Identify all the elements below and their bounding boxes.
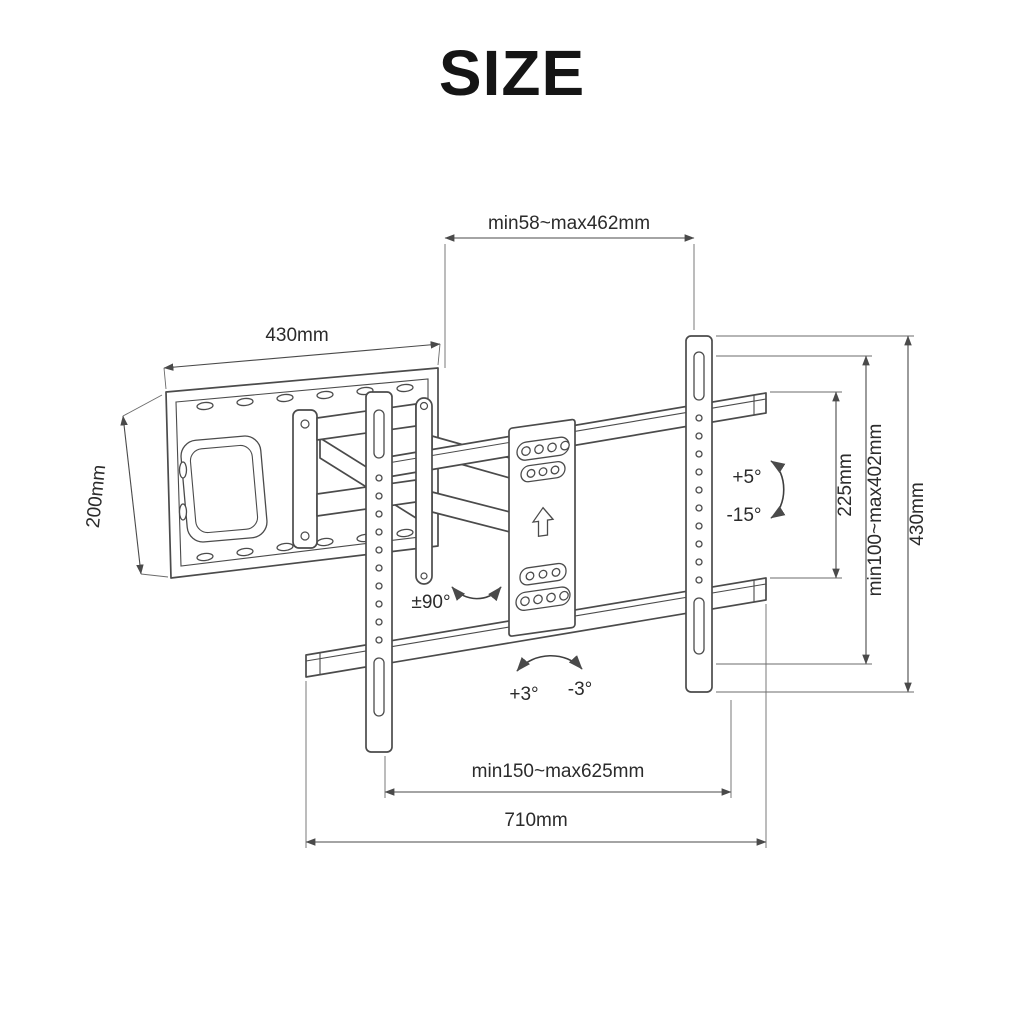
extension-line	[163, 367, 167, 390]
mounting-slot	[396, 383, 414, 393]
screw-hole	[559, 590, 569, 601]
bracket-hole	[695, 468, 703, 476]
screw-hole	[534, 444, 544, 455]
dim-rail-gap-label: 225mm	[835, 453, 856, 516]
mounting-slot	[178, 503, 188, 521]
mounting-slot	[316, 390, 334, 400]
up-arrow-icon	[531, 506, 555, 538]
screw-hole	[520, 596, 530, 607]
bracket-hole-column	[375, 474, 383, 644]
bracket-slot	[693, 351, 705, 401]
mounting-slot	[276, 542, 294, 552]
mounting-slot	[396, 528, 414, 538]
mounting-slot	[236, 397, 254, 407]
wall-plate-opening-inner	[189, 444, 259, 534]
bracket-hole	[695, 504, 703, 512]
swivel-range-arrow-icon	[451, 586, 502, 602]
bracket-hole-column	[695, 414, 703, 584]
extension-line	[140, 573, 169, 578]
screw-hole	[560, 440, 570, 451]
screw-hole	[525, 571, 535, 581]
bracket-hole	[375, 546, 383, 554]
arm-joint-screw	[300, 531, 310, 541]
bracket-slot	[373, 657, 385, 717]
arm-joint-screw	[300, 419, 310, 429]
dim-plate-width-line	[163, 341, 441, 371]
level-range-arrow-icon	[516, 654, 583, 672]
bracket-hole	[375, 600, 383, 608]
bracket-hole	[695, 540, 703, 548]
mounting-slot	[196, 401, 214, 411]
bracket-slot	[693, 597, 705, 655]
vesa-plate	[508, 418, 576, 637]
bracket-hole	[375, 474, 383, 482]
bracket-hole	[695, 576, 703, 584]
bracket-hole	[375, 528, 383, 536]
pivot-screw	[419, 401, 429, 411]
roll-plus-label: +3°	[509, 684, 538, 705]
dim-vesa-vertical-label: min100~max402mm	[865, 424, 886, 597]
mounting-slot	[236, 547, 254, 557]
bracket-hole	[375, 510, 383, 518]
bracket-hole	[375, 618, 383, 626]
mounting-slot	[178, 461, 188, 479]
dim-extension-label: min58~max462mm	[488, 213, 650, 234]
screw-hole	[538, 569, 548, 579]
mounting-slot	[276, 393, 294, 403]
tilt-down-label: -15°	[726, 505, 761, 526]
pivot-screw	[420, 572, 428, 580]
bracket-hole	[375, 564, 383, 572]
roll-minus-label: -3°	[568, 679, 593, 700]
screw-hole	[547, 442, 557, 453]
arm-wall-bracket	[292, 409, 318, 549]
extension-line	[122, 394, 163, 417]
screw-hole	[526, 468, 536, 478]
bracket-hole	[375, 582, 383, 590]
dim-total-width-label: 710mm	[504, 810, 567, 831]
arm-link-lower	[431, 491, 511, 533]
dimensions: min58~max462mm 430mm 200mm 225mm min100~…	[83, 213, 928, 848]
dim-plate-height-line	[120, 415, 144, 575]
screw-bracket	[515, 586, 571, 611]
swivel-label: ±90°	[411, 592, 450, 613]
dim-rail-height-label: 430mm	[907, 482, 928, 545]
tv-bracket-right-body	[685, 335, 713, 693]
bracket-hole	[375, 492, 383, 500]
dim-plate-height-label: 200mm	[83, 464, 111, 529]
angle-annotations: +5° -15° ±90° +3° -3°	[411, 460, 786, 705]
tilt-range-arrow-icon	[770, 460, 786, 519]
tv-bracket-left	[365, 391, 393, 753]
bracket-slot	[373, 409, 385, 459]
bracket-hole	[695, 558, 703, 566]
screw-hole	[533, 594, 543, 605]
bracket-hole	[695, 522, 703, 530]
mounting-slot	[196, 552, 214, 562]
pivot-pin	[415, 397, 433, 585]
bracket-hole	[695, 414, 703, 422]
bracket-hole	[695, 486, 703, 494]
dim-vesa-horizontal-label: min150~max625mm	[472, 761, 645, 782]
screw-hole	[538, 467, 548, 477]
wall-plate-opening	[180, 435, 268, 543]
extension-line	[437, 343, 441, 366]
screw-hole	[550, 465, 560, 475]
tv-bracket-right	[685, 335, 713, 693]
bracket-hole	[695, 450, 703, 458]
dim-plate-width-label: 430mm	[265, 325, 328, 346]
tilt-up-label: +5°	[732, 467, 761, 488]
screw-hole	[551, 567, 561, 577]
bracket-hole	[375, 636, 383, 644]
tv-bracket-left-body	[365, 391, 393, 753]
page-title: SIZE	[438, 37, 586, 109]
screw-hole	[521, 446, 531, 456]
screw-hole	[546, 592, 556, 603]
bracket-hole	[695, 432, 703, 440]
